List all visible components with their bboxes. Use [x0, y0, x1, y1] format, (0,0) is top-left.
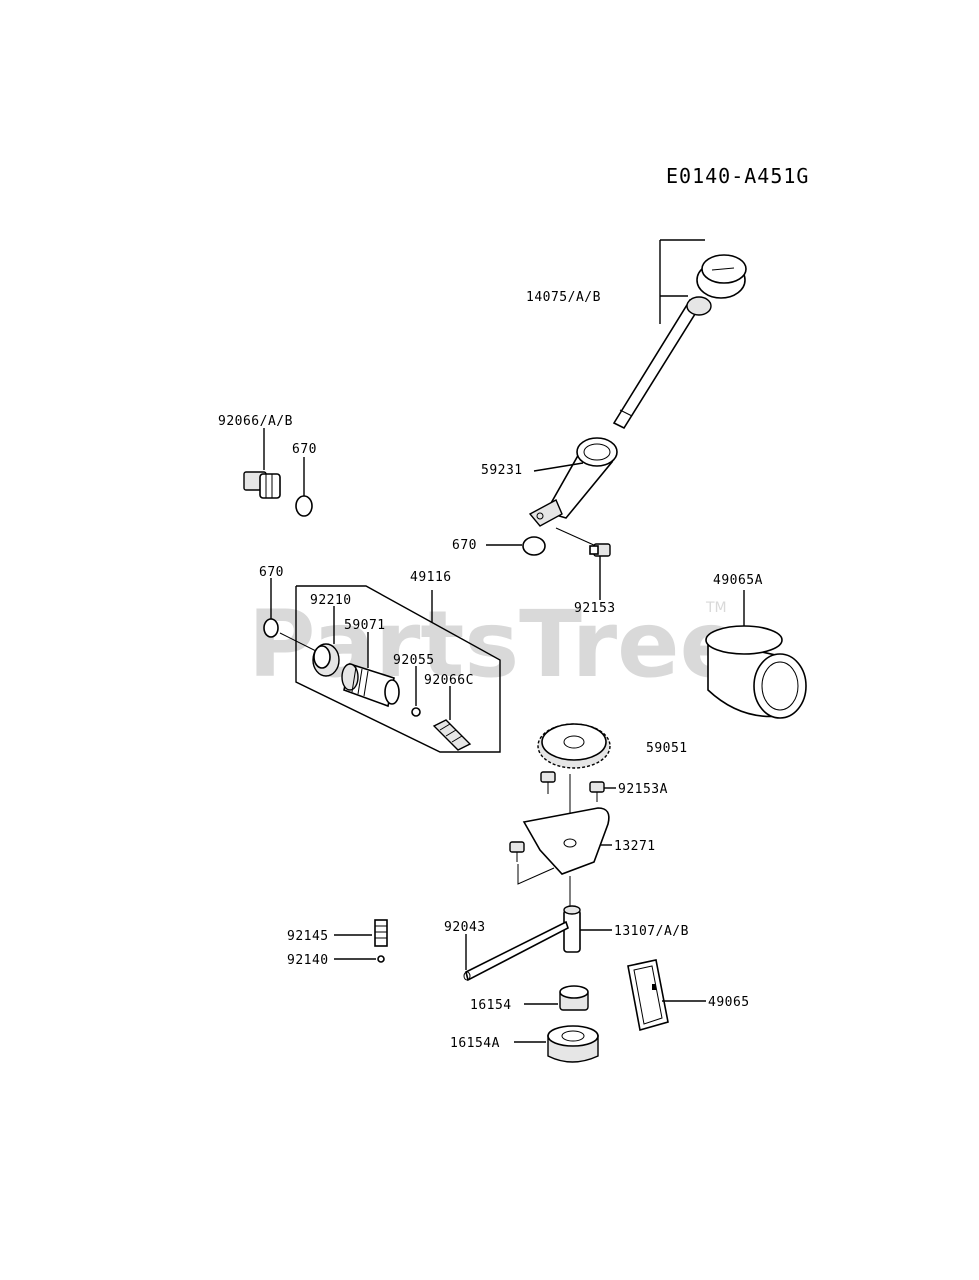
callout-gasket[interactable]: 49065: [708, 995, 750, 1010]
plate-part[interactable]: [522, 807, 610, 875]
plate-bolt-guide: [517, 864, 555, 885]
rotor-outer-part[interactable]: [547, 1025, 599, 1063]
bolt-plate-part[interactable]: [509, 841, 525, 862]
callout-spring-92066c[interactable]: 92066C: [424, 673, 474, 688]
oring-tube-part[interactable]: [522, 536, 546, 556]
oring-plug-part[interactable]: [295, 495, 313, 517]
spring-92145-part[interactable]: [374, 919, 388, 947]
ball-92140-part[interactable]: [377, 955, 385, 963]
bolt-gear-part[interactable]: [589, 781, 605, 802]
callout-oil-filter[interactable]: 49065A: [713, 573, 763, 588]
callout-bolt-tube[interactable]: 92153: [574, 601, 616, 616]
cap-92210-part[interactable]: [312, 643, 340, 677]
callout-oring-tube[interactable]: 670: [452, 538, 477, 553]
relief-valve-assy-box: [295, 585, 501, 753]
callout-bolt-gear[interactable]: 92153A: [618, 782, 668, 797]
bolt-gear-left-part[interactable]: [540, 771, 556, 794]
callout-oring-plug[interactable]: 670: [292, 442, 317, 457]
oring-valve-part[interactable]: [263, 618, 279, 638]
shaft-part[interactable]: [563, 905, 581, 953]
filler-tube-leader: [533, 462, 584, 472]
callout-shaft-pin[interactable]: 92043: [444, 920, 486, 935]
watermark-tm: TM: [705, 600, 727, 616]
callout-filler-tube[interactable]: 59231: [481, 463, 523, 478]
callout-valve-body[interactable]: 59071: [344, 618, 386, 633]
callout-rotor-inner[interactable]: 16154: [470, 998, 512, 1013]
gear-part[interactable]: [537, 723, 611, 769]
valve-body-part[interactable]: [341, 662, 400, 708]
bolt-tube-part[interactable]: [555, 527, 611, 557]
shaft-pin-part[interactable]: [463, 920, 569, 982]
diagram-code: E0140-A451G: [666, 164, 809, 188]
dipstick-part[interactable]: [612, 254, 747, 430]
rotor-inner-part[interactable]: [559, 985, 589, 1011]
callout-oring-valve[interactable]: 670: [259, 565, 284, 580]
oil-filter-part[interactable]: [705, 625, 807, 719]
gasket-part[interactable]: [627, 959, 669, 1032]
callout-shaft[interactable]: 13107/A/B: [614, 924, 689, 939]
ring-92055-part[interactable]: [411, 707, 421, 717]
spring-92066c-part[interactable]: [432, 719, 472, 751]
callout-ball-92140[interactable]: 92140: [287, 953, 329, 968]
callout-relief-valve[interactable]: 49116: [410, 570, 452, 585]
callout-drain-plug[interactable]: 92066/A/B: [218, 414, 293, 429]
callout-rotor-outer[interactable]: 16154A: [450, 1036, 500, 1051]
oring-valve-guide: [279, 632, 319, 653]
dipstick-leader: [659, 239, 705, 324]
oil-filler-tube-part[interactable]: [528, 437, 618, 527]
callout-plate[interactable]: 13271: [614, 839, 656, 854]
callout-dipstick[interactable]: 14075/A/B: [526, 290, 601, 305]
drain-plug-part[interactable]: [243, 471, 281, 499]
callout-spring-92145[interactable]: 92145: [287, 929, 329, 944]
callout-gear[interactable]: 59051: [646, 741, 688, 756]
callout-ring-92055[interactable]: 92055: [393, 653, 435, 668]
callout-cap-92210[interactable]: 92210: [310, 593, 352, 608]
